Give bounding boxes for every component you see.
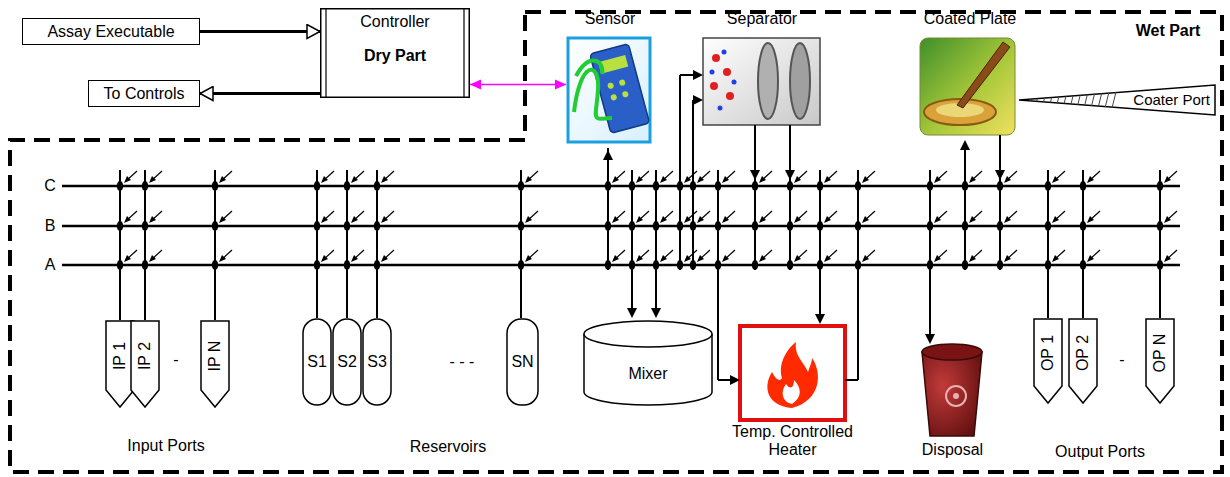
node-text: S1 xyxy=(307,353,327,371)
output-box: To Controls xyxy=(88,80,200,107)
port-label: IP 1 xyxy=(111,342,129,370)
input-port: IP 2 xyxy=(130,320,160,408)
cyl-outline xyxy=(583,320,713,406)
mixer-cylinder: Mixer xyxy=(583,320,713,406)
heater-node: Temp. Controlled Heater xyxy=(695,326,890,460)
bus-label: A xyxy=(45,256,56,274)
region-boundary xyxy=(10,12,1222,472)
block-arrow xyxy=(200,30,320,33)
node-text: S3 xyxy=(367,353,387,371)
node-text: Temp. Controlled Heater xyxy=(718,423,868,459)
group-label: Input Ports xyxy=(127,437,204,455)
part-heading: Dry Part xyxy=(364,47,426,65)
disposal-node: Disposal xyxy=(895,340,1010,460)
node-text: Controller xyxy=(360,13,429,31)
output-port: OP 2 xyxy=(1068,318,1098,404)
sensor-node: Sensor xyxy=(566,8,654,144)
ellipsis: - xyxy=(1119,351,1124,369)
port-label: IP N xyxy=(206,341,224,372)
node-text: Assay Executable xyxy=(47,23,174,41)
group-label: Reservoirs xyxy=(410,438,486,456)
output-port: OP N xyxy=(1145,318,1175,404)
ellipsis: - xyxy=(173,351,178,369)
controller-box: ControllerDry Part xyxy=(320,8,470,98)
bus-lines xyxy=(62,186,1180,265)
bus-label: C xyxy=(44,177,56,195)
disposal-bin xyxy=(922,344,982,436)
node-text: Mixer xyxy=(628,365,667,383)
region-label: Wet Part xyxy=(1136,22,1201,40)
reservoir: S3 xyxy=(362,318,392,406)
block-arrow xyxy=(200,92,320,95)
node-text: Disposal xyxy=(922,441,983,459)
ellipsis: - - - xyxy=(450,353,475,371)
input-box: Assay Executable xyxy=(22,18,200,45)
thread-hatch xyxy=(1026,84,1118,116)
port-label: IP 2 xyxy=(136,342,154,370)
coater-port: Coater Port xyxy=(1018,84,1216,116)
node-text: To Controls xyxy=(104,85,185,103)
node-text: S2 xyxy=(337,353,357,371)
reservoir: S1 xyxy=(302,318,332,406)
heater-illustration xyxy=(740,326,845,420)
separator-illustration xyxy=(703,38,820,125)
reservoir: S2 xyxy=(332,318,362,406)
group-label: Output Ports xyxy=(1055,443,1145,461)
switch-junctions xyxy=(117,171,1177,270)
input-port: IP N xyxy=(200,320,230,408)
reservoir: SN xyxy=(506,318,539,406)
sensor-illustration xyxy=(568,38,650,142)
node-text: SN xyxy=(511,353,533,371)
data-link xyxy=(470,84,566,86)
separator-node: Separator xyxy=(700,8,824,128)
pipes xyxy=(120,70,1160,385)
node-text: Coated Plate xyxy=(924,10,1017,28)
node-text: Sensor xyxy=(585,10,636,28)
coated-plate-node: Coated Plate xyxy=(915,8,1025,138)
output-port: OP 1 xyxy=(1033,318,1063,404)
port-label: OP 1 xyxy=(1039,335,1057,371)
coated-plate-illustration xyxy=(920,38,1015,135)
node-text: Separator xyxy=(727,10,797,28)
node-text: Coater Port xyxy=(1133,91,1210,109)
port-label: OP 2 xyxy=(1074,335,1092,371)
port-label: OP N xyxy=(1151,334,1169,373)
bus-label: B xyxy=(45,217,56,235)
